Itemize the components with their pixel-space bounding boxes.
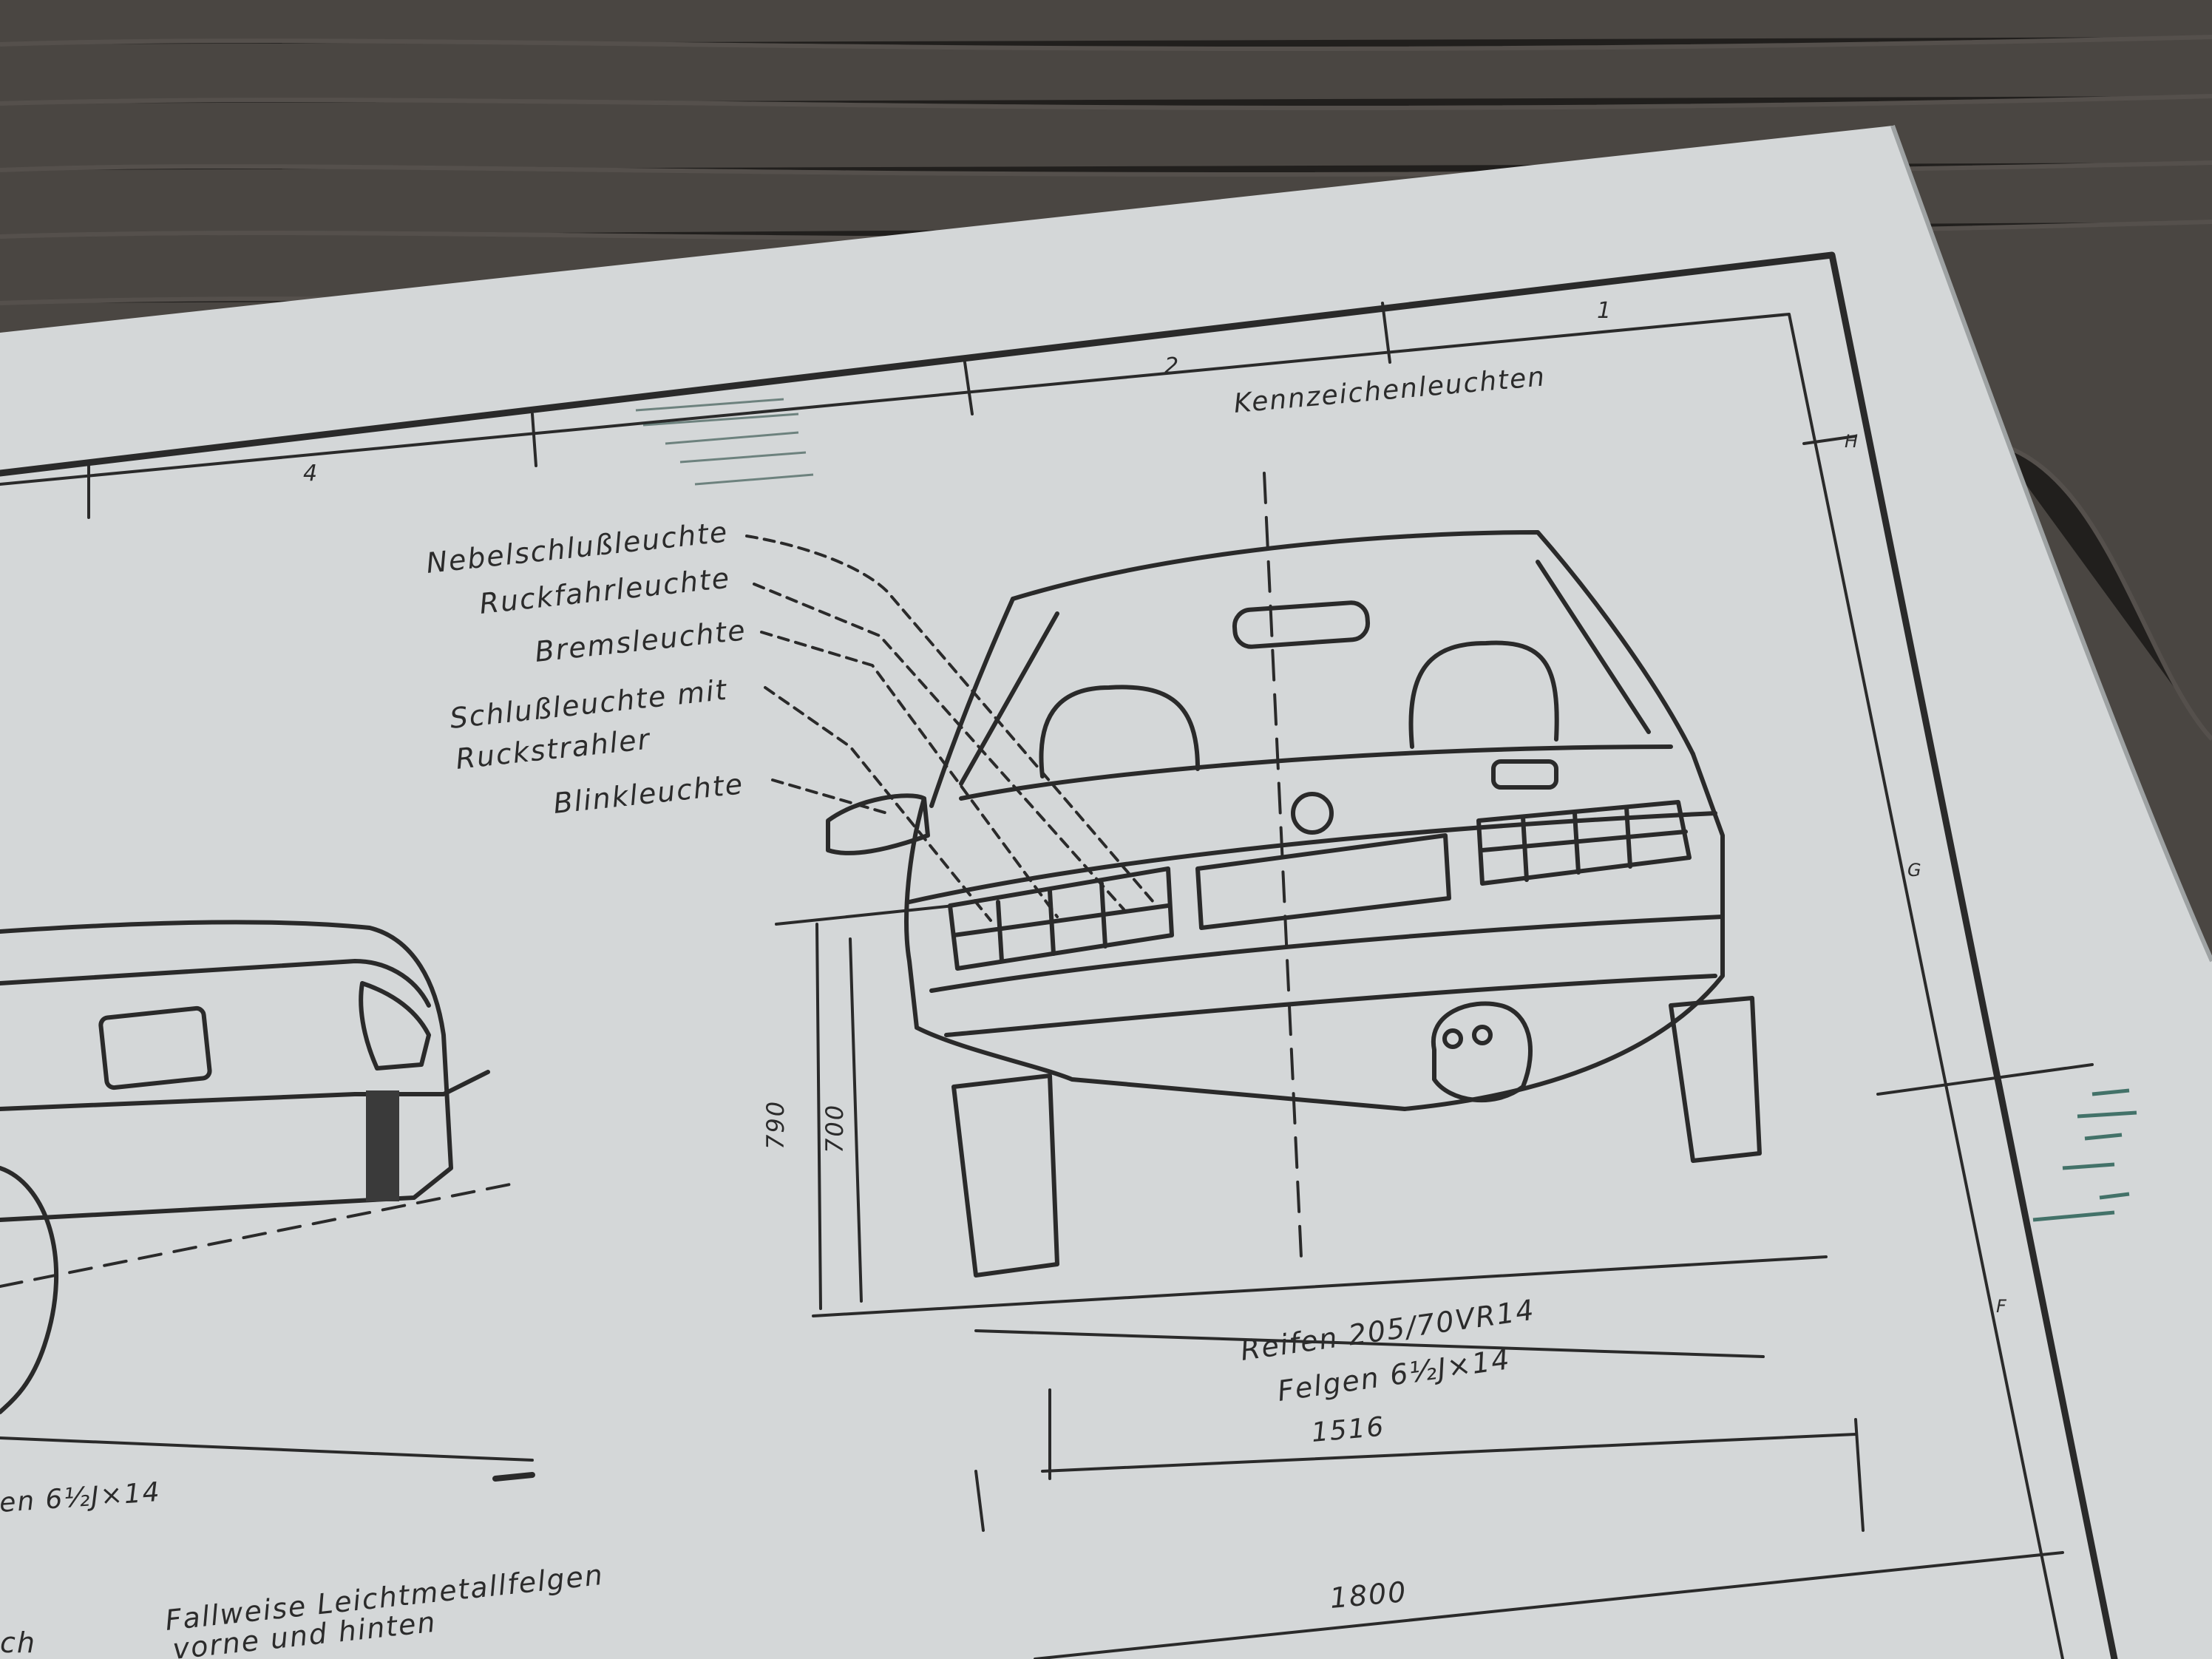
paper-sheet [0, 126, 2212, 1659]
dimension-width: 1800 [1329, 1575, 1408, 1615]
rear-badge [1291, 792, 1334, 835]
zone-letter-f: F [1996, 1296, 2008, 1317]
leader-lines [745, 535, 1155, 922]
interior-mirror [1232, 600, 1371, 649]
zone-number-2: 2 [1164, 353, 1180, 379]
car-rear-view [812, 472, 1828, 1317]
zone-letter-h: H [1845, 431, 1859, 452]
printer-smudge-top [635, 398, 814, 486]
zone-number-1: 1 [1597, 298, 1612, 324]
model-badge [1491, 759, 1558, 790]
drawing-frame [0, 251, 2118, 1659]
dimension-lines [775, 904, 2064, 1659]
printer-smudge [2032, 1088, 2137, 1222]
zone-number-4: 4 [303, 461, 319, 486]
car-side-view [0, 920, 535, 1482]
dimension-track: 1516 [1310, 1411, 1386, 1448]
side-view-bumper-strip [366, 1090, 399, 1201]
side-view-fuel-flap [98, 1005, 212, 1090]
paper-shadow-edge [1890, 124, 2212, 963]
zone-letter-g: G [1907, 860, 1923, 881]
dimension-height-body: 700 [821, 1104, 849, 1153]
dimension-height-total: 790 [761, 1100, 790, 1150]
label-partial-ch: ch [0, 1626, 36, 1659]
